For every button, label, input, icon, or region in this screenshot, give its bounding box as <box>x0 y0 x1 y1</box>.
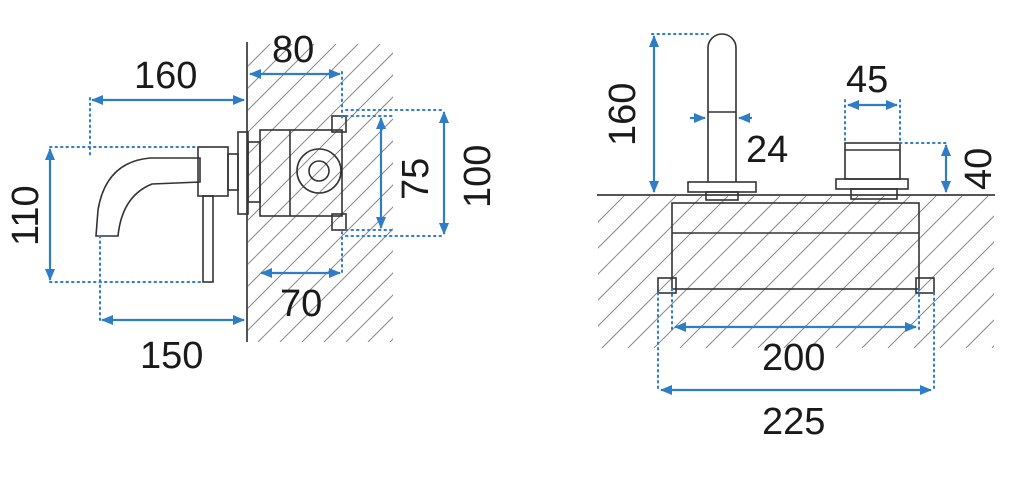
hatch-line <box>913 267 994 348</box>
spout-tube <box>707 33 737 182</box>
label-40: 40 <box>958 148 1000 190</box>
spout-collar <box>197 146 229 197</box>
hatch-line <box>627 196 781 348</box>
label-200: 200 <box>762 337 825 379</box>
label-75: 75 <box>395 158 437 200</box>
hatch-line <box>601 196 755 348</box>
hatch-line <box>323 272 393 342</box>
hatch-line <box>731 196 885 348</box>
hatch-line <box>809 196 963 348</box>
hatch-line <box>705 196 859 348</box>
front-view: 160 45 24 40 200 225 <box>597 33 1024 443</box>
hatch-line <box>248 44 359 155</box>
floor-hatching <box>598 196 1024 348</box>
label-110: 110 <box>5 185 47 246</box>
label-225: 225 <box>762 401 825 443</box>
handle-knob <box>844 142 901 180</box>
spout-base <box>687 181 757 193</box>
hatch-line <box>939 293 994 348</box>
mount-tab-left <box>657 277 677 294</box>
cartridge-core <box>308 160 330 182</box>
hatch-line <box>991 345 994 348</box>
side-dimension-arrows <box>45 69 449 325</box>
embedded-body <box>671 202 920 290</box>
mount-tab-right <box>915 277 935 294</box>
mount-tab-bottom <box>331 213 347 231</box>
label-80: 80 <box>272 29 314 71</box>
hatch-line <box>783 196 937 348</box>
hatch-line <box>279 228 393 342</box>
hatch-line <box>301 250 393 342</box>
label-150: 150 <box>140 335 203 377</box>
mount-tab-top <box>331 115 347 133</box>
label-45: 45 <box>846 59 888 101</box>
hatch-line <box>598 196 703 301</box>
label-100: 100 <box>457 145 499 208</box>
spout <box>95 157 201 237</box>
label-24: 24 <box>746 129 788 171</box>
front-dimension-arrows <box>649 35 951 395</box>
hatch-line <box>248 162 393 309</box>
hatch-line <box>598 196 651 249</box>
hatch-line <box>965 319 994 348</box>
hatch-line <box>248 44 315 111</box>
hatch-line <box>248 74 393 221</box>
hatch-line <box>598 196 599 197</box>
hatch-line <box>653 196 807 348</box>
handle-base <box>835 178 909 190</box>
mixer-neck <box>247 141 261 203</box>
hatch-line <box>598 196 729 327</box>
hatch-line <box>887 241 994 348</box>
hatch-line <box>861 215 994 348</box>
hatch-line <box>248 44 381 177</box>
side-extension-lines <box>49 71 445 321</box>
lever-handle <box>202 195 214 283</box>
mixer-body <box>259 129 343 217</box>
label-160-side: 160 <box>134 55 197 97</box>
cartridge-ring <box>296 148 342 194</box>
hatch-line <box>257 206 393 342</box>
label-70: 70 <box>280 283 322 325</box>
side-faucet-outline <box>95 115 347 283</box>
hatch-line <box>1018 196 1024 348</box>
hatch-line <box>598 196 677 275</box>
hatch-line <box>248 52 393 199</box>
hatch-line <box>248 96 393 243</box>
label-160-front: 160 <box>602 83 644 146</box>
hatch-line <box>248 44 337 133</box>
hatch-line <box>679 196 833 348</box>
hatch-line <box>835 196 989 348</box>
hatch-line <box>598 196 625 223</box>
front-faucet-outline <box>657 33 935 294</box>
hatch-line <box>757 196 911 348</box>
side-view: 80 160 110 75 100 70 150 <box>5 29 499 377</box>
hatch-line <box>248 140 393 287</box>
collar-ring <box>227 153 239 191</box>
front-extension-lines <box>651 33 947 393</box>
